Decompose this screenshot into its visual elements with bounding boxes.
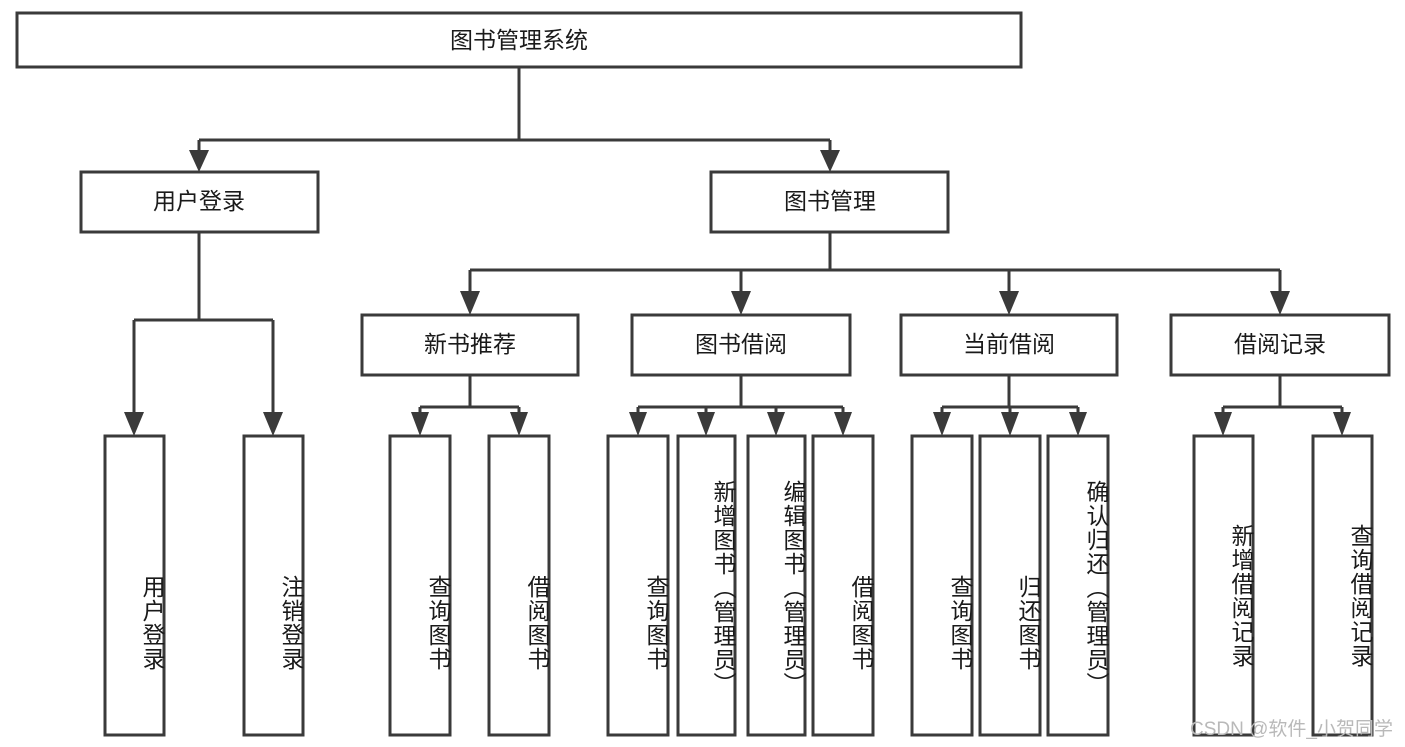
arrow-newbook-leaf-2: [510, 412, 528, 436]
leaf-box-bookborrow-borrow[interactable]: [811, 434, 875, 737]
node-borrow-record-box[interactable]: [1169, 313, 1391, 377]
arrow-book-borrow: [731, 291, 751, 315]
node-root-label: 图书管理系统: [450, 27, 588, 53]
node-current-borrow[interactable]: 当前借阅: [899, 313, 1119, 377]
leaf-box-record-add[interactable]: [1192, 434, 1255, 737]
node-book-borrow-label: 图书借阅: [695, 331, 787, 357]
node-book-manage[interactable]: 图书管理: [709, 170, 950, 234]
node-user-login[interactable]: 用户登录: [79, 170, 320, 234]
arrow-newbook-leaf-1: [411, 412, 429, 436]
leaf-box-currentborrow-query[interactable]: [910, 434, 974, 737]
arrow-new-book: [460, 291, 480, 315]
leaf-box-logout[interactable]: [242, 434, 305, 737]
leaf-box-newbook-borrow[interactable]: [487, 434, 551, 737]
node-borrow-record-label: 借阅记录: [1234, 331, 1326, 357]
node-user-login-box[interactable]: [79, 170, 320, 234]
arrow-user-login: [189, 150, 209, 172]
arrowheads-group: [124, 150, 1351, 436]
node-user-login-label: 用户登录: [153, 188, 245, 214]
leaf-box-bookborrow-edit[interactable]: [746, 434, 807, 737]
csdn-watermark: CSDN @软件_小贺同学: [1190, 719, 1393, 740]
node-new-book-recommend[interactable]: 新书推荐: [360, 313, 580, 377]
node-new-book-recommend-label: 新书推荐: [424, 331, 516, 357]
nodes-group: 图书管理系统 用户登录 图书管理 新书推荐 图书借阅: [15, 11, 1391, 737]
arrow-book-manage: [820, 150, 840, 172]
leaf-box-record-query[interactable]: [1311, 434, 1374, 737]
arrow-leaf-logout: [263, 412, 283, 436]
arrow-borrowrecord-leaf-2: [1333, 412, 1351, 436]
node-book-borrow[interactable]: 图书借阅: [630, 313, 852, 377]
leaf-box-currentborrow-confirm[interactable]: [1046, 434, 1110, 737]
leaf-box-bookborrow-add[interactable]: [676, 434, 737, 737]
arrow-borrowrecord-leaf-1: [1214, 412, 1232, 436]
leaf-box-newbook-query[interactable]: [388, 434, 452, 737]
leaf-box-bookborrow-query[interactable]: [606, 434, 670, 737]
node-root-box[interactable]: [15, 11, 1023, 69]
arrow-bookborrow-leaf-4: [834, 412, 852, 436]
arrow-leaf-user-login: [124, 412, 144, 436]
arrow-bookborrow-leaf-3: [767, 412, 785, 436]
node-book-borrow-box[interactable]: [630, 313, 852, 377]
arrow-currentborrow-leaf-3: [1069, 412, 1087, 436]
node-book-manage-label: 图书管理: [784, 188, 876, 214]
arrow-current-borrow: [999, 291, 1019, 315]
arrow-currentborrow-leaf-1: [933, 412, 951, 436]
arrow-bookborrow-leaf-2: [697, 412, 715, 436]
leaf-box-currentborrow-return[interactable]: [978, 434, 1042, 737]
node-root[interactable]: 图书管理系统: [15, 11, 1023, 69]
arrow-bookborrow-leaf-1: [629, 412, 647, 436]
arrow-borrow-record: [1270, 291, 1290, 315]
leaf-box-user-login[interactable]: [103, 434, 166, 737]
node-borrow-record[interactable]: 借阅记录: [1169, 313, 1391, 377]
arrow-currentborrow-leaf-2: [1001, 412, 1019, 436]
node-book-manage-box[interactable]: [709, 170, 950, 234]
node-current-borrow-label: 当前借阅: [963, 331, 1055, 357]
node-new-book-recommend-box[interactable]: [360, 313, 580, 377]
node-current-borrow-box[interactable]: [899, 313, 1119, 377]
